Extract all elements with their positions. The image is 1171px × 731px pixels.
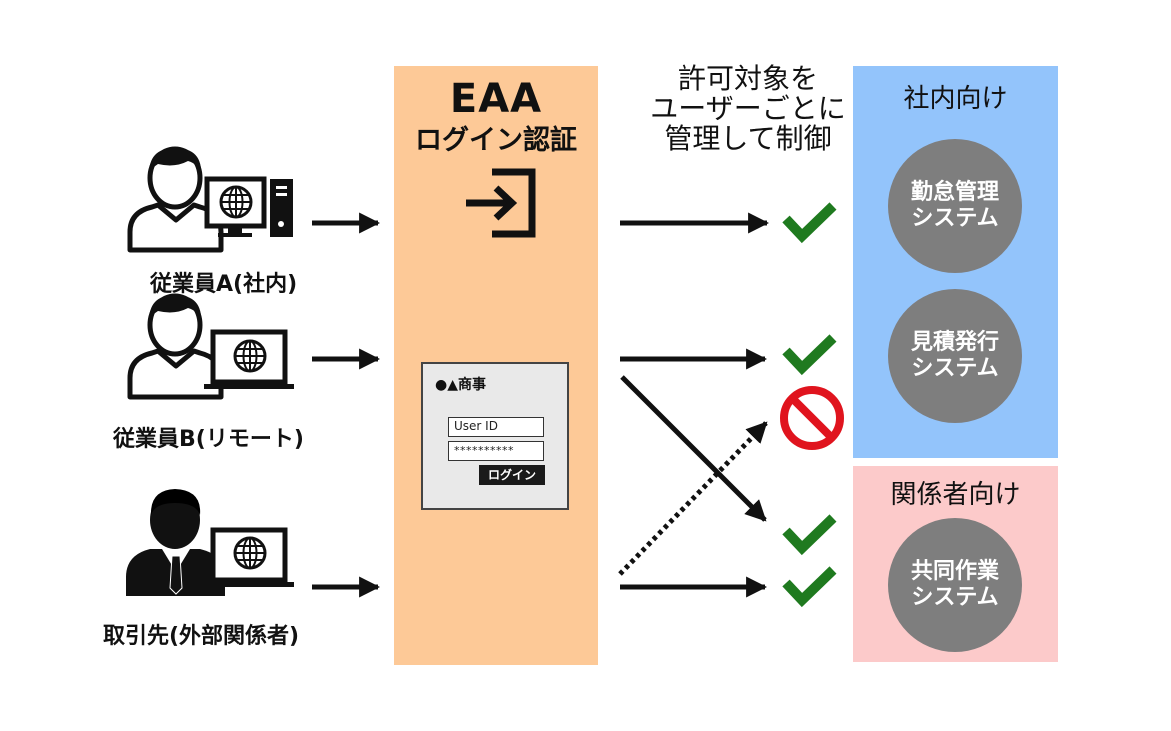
login-icon xyxy=(466,168,536,238)
control-note-line: ユーザーごとに xyxy=(650,92,846,125)
user-label-partner: 取引先(外部関係者) xyxy=(103,624,300,649)
collaboration-system-label: 共同作業 システム xyxy=(910,559,999,610)
control-note-line: 許可対象を xyxy=(677,62,818,95)
person-icon-employee-a xyxy=(127,146,224,253)
globe-icon xyxy=(233,536,267,570)
user-label-employee-b: 従業員B(リモート) xyxy=(113,427,304,452)
attendance-system: 勤怠管理 システム xyxy=(888,139,1022,273)
arrow-eaa-to-collaboration-diagonal xyxy=(620,375,767,522)
globe-icon xyxy=(233,339,267,373)
person-icon-employee-b xyxy=(127,293,224,400)
quotation-system-label: 見積発行 システム xyxy=(910,330,999,381)
person-icon-partner xyxy=(126,489,225,596)
company-name: ●▲商事 xyxy=(435,377,486,393)
globe-icon xyxy=(219,185,253,219)
control-note: 許可対象を ユーザーごとに 管理して制御 xyxy=(628,64,868,154)
check-icon xyxy=(782,566,837,608)
external-panel-title: 関係者向け xyxy=(890,480,1021,510)
prohibited-icon xyxy=(780,386,844,450)
control-note-line: 管理して制御 xyxy=(664,122,832,155)
check-icon xyxy=(782,514,837,556)
user-id-field[interactable]: User ID xyxy=(448,417,544,437)
quotation-system: 見積発行 システム xyxy=(888,289,1022,423)
internal-panel-title: 社内向け xyxy=(903,84,1008,114)
login-button[interactable]: ログイン xyxy=(479,465,545,485)
collaboration-system: 共同作業 システム xyxy=(888,518,1022,652)
eaa-title: EAA xyxy=(449,76,543,122)
password-field[interactable]: ********** xyxy=(448,441,544,461)
eaa-subtitle: ログイン認証 xyxy=(415,125,577,156)
attendance-system-label: 勤怠管理 システム xyxy=(910,180,999,231)
login-form-mockup: ●▲商事 User ID ********** ログイン xyxy=(421,362,569,510)
arrow-partner-blocked-dotted xyxy=(618,421,768,576)
user-label-employee-a: 従業員A(社内) xyxy=(150,272,298,297)
check-icon xyxy=(782,334,837,376)
check-icon xyxy=(782,202,837,244)
